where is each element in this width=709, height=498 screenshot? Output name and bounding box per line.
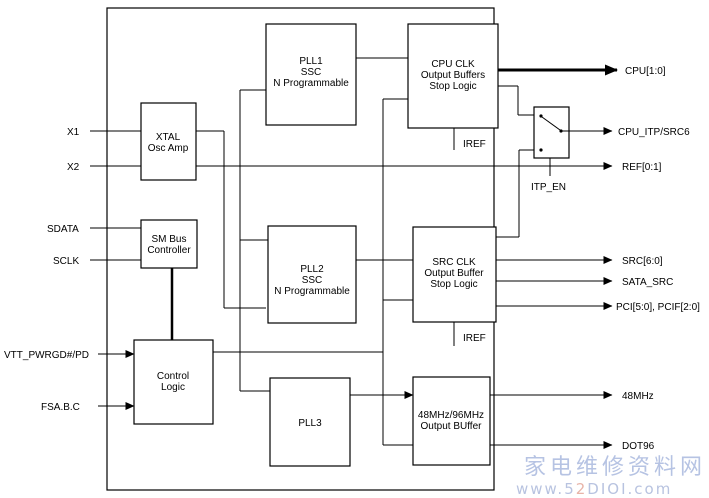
cpu-clk-line2: Output Buffers <box>421 70 485 81</box>
label-cpu-itp: CPU_ITP/SRC6 <box>618 127 690 138</box>
cpu-clk-line3: Stop Logic <box>429 81 476 92</box>
pll1-line3: N Programmable <box>273 78 349 89</box>
block-control-logic: Control Logic <box>133 339 214 425</box>
control-line1: Control <box>157 371 189 382</box>
src-clk-line3: Stop Logic <box>430 279 477 290</box>
wires <box>90 57 618 449</box>
label-x2: X2 <box>67 162 80 173</box>
input-labels: X1 X2 SDATA SCLK VTT_PWRGD#/PD FSA.B.C <box>4 127 89 413</box>
src-clk-line1: SRC CLK <box>432 257 476 268</box>
out48-line2: Output BUffer <box>421 421 483 432</box>
pll3-line1: PLL3 <box>298 418 322 429</box>
smbus-line2: Controller <box>147 245 191 256</box>
label-pci: PCI[5:0], PCIF[2:0] <box>616 302 700 313</box>
label-fsa: FSA.B.C <box>41 402 80 413</box>
xtal-line1: XTAL <box>156 132 181 143</box>
itp-mux-switch <box>533 106 570 159</box>
block-src-clk: SRC CLK Output Buffer Stop Logic <box>412 226 497 323</box>
output-labels: CPU[1:0] CPU_ITP/SRC6 REF[0:1] SRC[6:0] … <box>616 66 700 452</box>
label-dot96: DOT96 <box>622 441 655 452</box>
cpu-clk-line1: CPU CLK <box>431 59 475 70</box>
label-iref-bottom: IREF <box>463 333 486 344</box>
label-x1: X1 <box>67 127 80 138</box>
xtal-line2: Osc Amp <box>148 143 189 154</box>
block-cpu-clk: CPU CLK Output Buffers Stop Logic <box>407 23 499 129</box>
block-pll1: PLL1 SSC N Programmable <box>265 23 357 126</box>
label-sclk: SCLK <box>53 256 79 267</box>
label-ref: REF[0:1] <box>622 162 662 173</box>
pll2-line3: N Programmable <box>274 286 350 297</box>
smbus-line1: SM Bus <box>151 234 186 245</box>
block-pll2: PLL2 SSC N Programmable <box>267 225 357 324</box>
label-cpu: CPU[1:0] <box>625 66 666 77</box>
label-sdata: SDATA <box>47 224 79 235</box>
pll2-line2: SSC <box>302 275 323 286</box>
label-48mhz: 48MHz <box>622 391 654 402</box>
label-itp-en: ITP_EN <box>531 182 566 193</box>
misc-labels: IREF IREF ITP_EN <box>463 139 566 344</box>
watermark: 家电维修资料网 www.52DIOI.com <box>516 455 706 498</box>
block-xtal-osc: XTAL Osc Amp <box>140 102 197 181</box>
block-pll3: PLL3 <box>269 377 351 467</box>
pll2-line1: PLL2 <box>300 264 324 275</box>
watermark-cn: 家电维修资料网 <box>524 455 706 480</box>
label-iref-top: IREF <box>463 139 486 150</box>
block-48mhz-output-buffer: 48MHz/96MHz Output BUffer <box>412 376 491 466</box>
src-clk-line2: Output Buffer <box>424 268 484 279</box>
pll1-line1: PLL1 <box>299 56 323 67</box>
pll1-line2: SSC <box>301 67 322 78</box>
control-line2: Logic <box>161 382 185 393</box>
label-src: SRC[6:0] <box>622 256 663 267</box>
watermark-url: www.52DIOI.com <box>516 480 672 498</box>
label-sata: SATA_SRC <box>622 277 673 288</box>
out48-line1: 48MHz/96MHz <box>418 410 484 421</box>
block-smbus-controller: SM Bus Controller <box>140 219 198 269</box>
label-vtt-pwrgd: VTT_PWRGD#/PD <box>4 350 89 361</box>
